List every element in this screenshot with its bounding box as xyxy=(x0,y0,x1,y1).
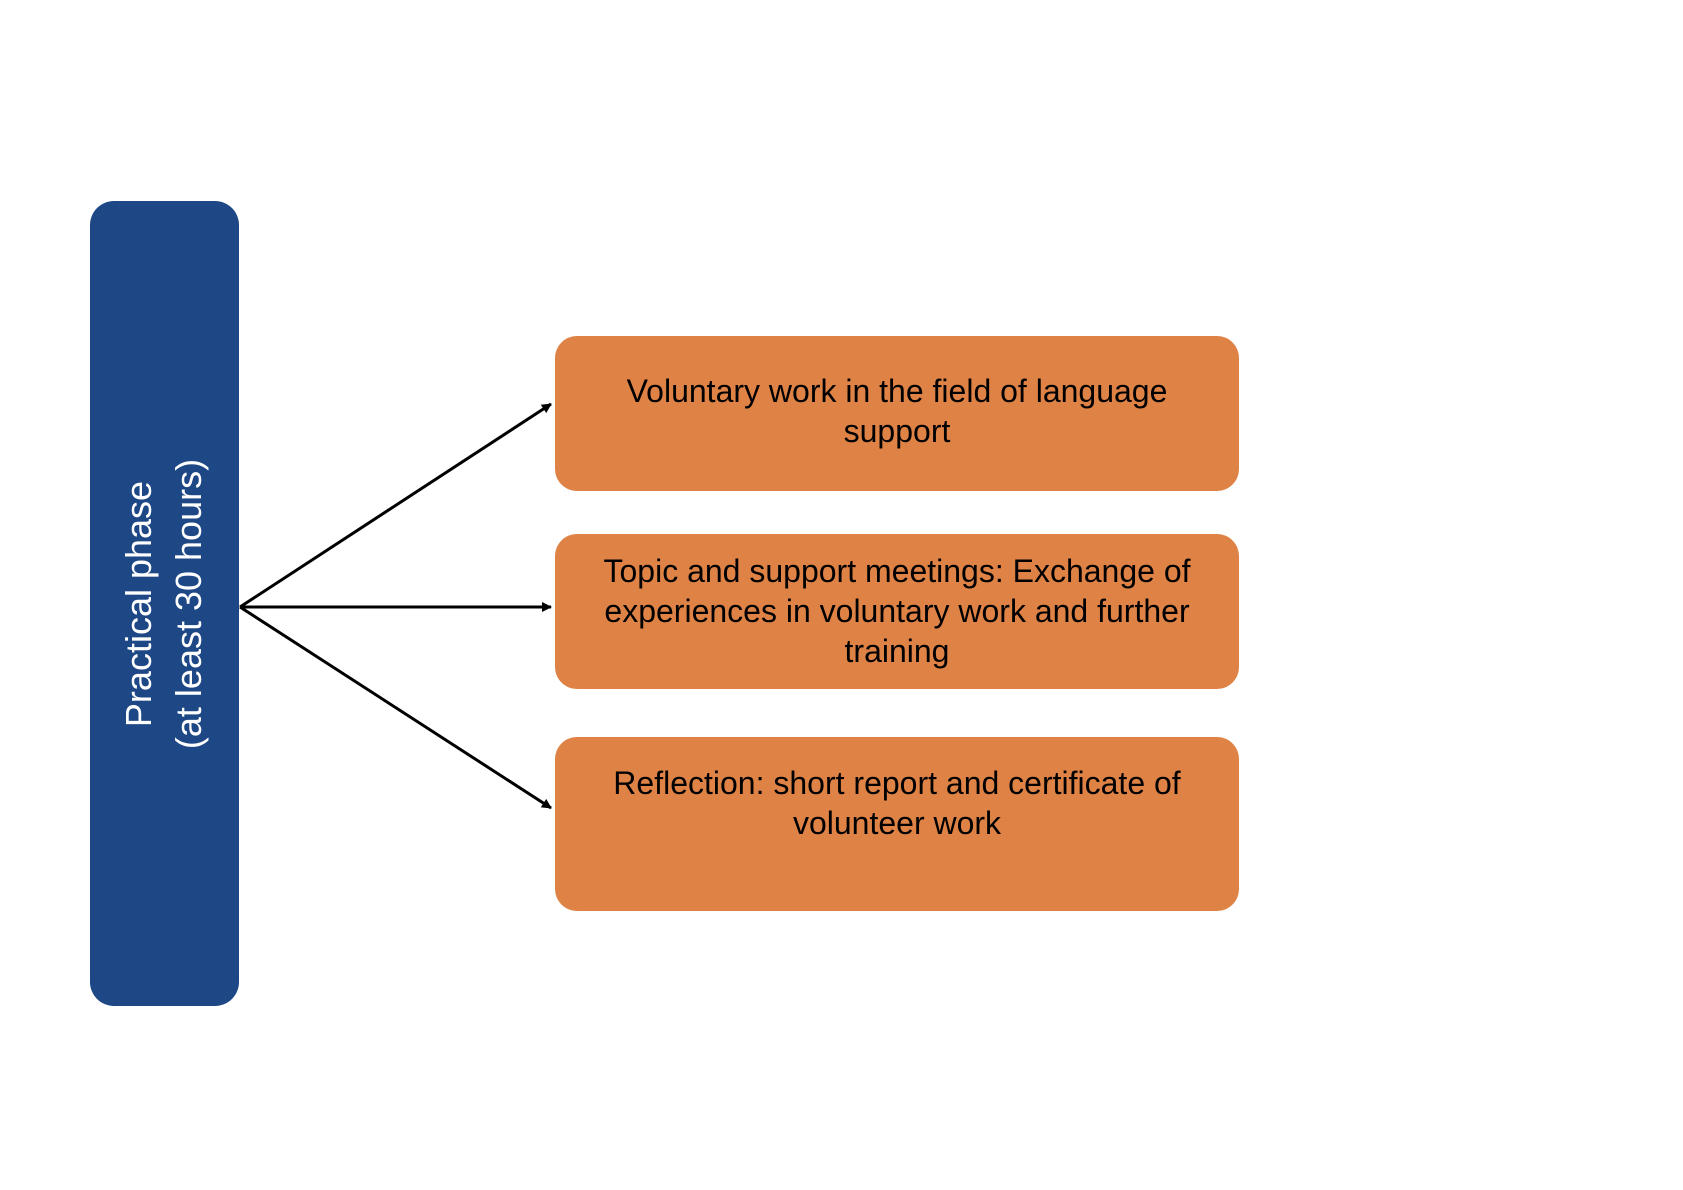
practical-phase-label: Practical phase (at least 30 hours) xyxy=(114,344,214,864)
meetings-box: Topic and support meetings: Exchange of … xyxy=(555,534,1239,689)
reflection-box: Reflection: short report and certificate… xyxy=(555,737,1239,911)
phase-duration: (at least 30 hours) xyxy=(168,458,209,750)
arrow-to-reflection xyxy=(239,605,552,810)
arrow-to-voluntary-work xyxy=(239,402,552,609)
reflection-text: Reflection: short report and certificate… xyxy=(613,765,1181,841)
voluntary-work-box: Voluntary work in the field of language … xyxy=(555,336,1239,491)
voluntary-work-text: Voluntary work in the field of language … xyxy=(626,373,1168,449)
phase-title: Practical phase xyxy=(118,480,159,728)
practical-phase-box xyxy=(90,201,239,1006)
meetings-text: Topic and support meetings: Exchange of … xyxy=(603,553,1191,669)
